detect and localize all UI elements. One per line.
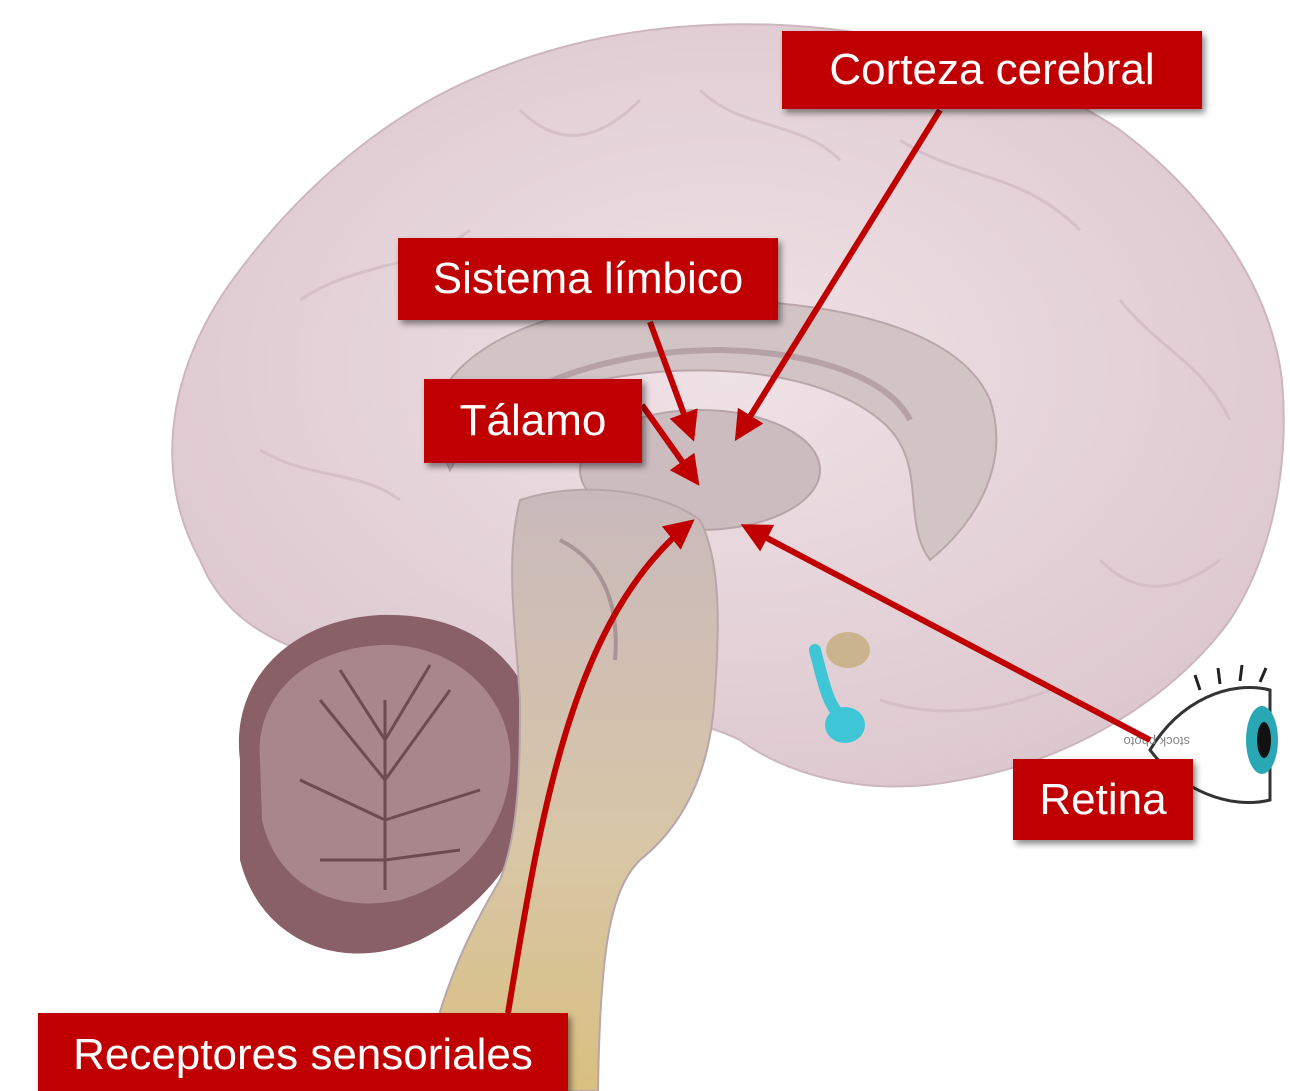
label-receptores-sensoriales: Receptores sensoriales (38, 1013, 568, 1091)
label-retina: Retina (1013, 759, 1193, 840)
label-talamo: Tálamo (424, 379, 642, 463)
label-corteza-cerebral: Corteza cerebral (782, 31, 1202, 109)
watermark-text: stock photo (1124, 734, 1191, 749)
optic-chiasm-shape (825, 707, 865, 743)
label-sistema-limbico: Sistema límbico (398, 238, 778, 320)
pituitary-shape (826, 632, 870, 668)
